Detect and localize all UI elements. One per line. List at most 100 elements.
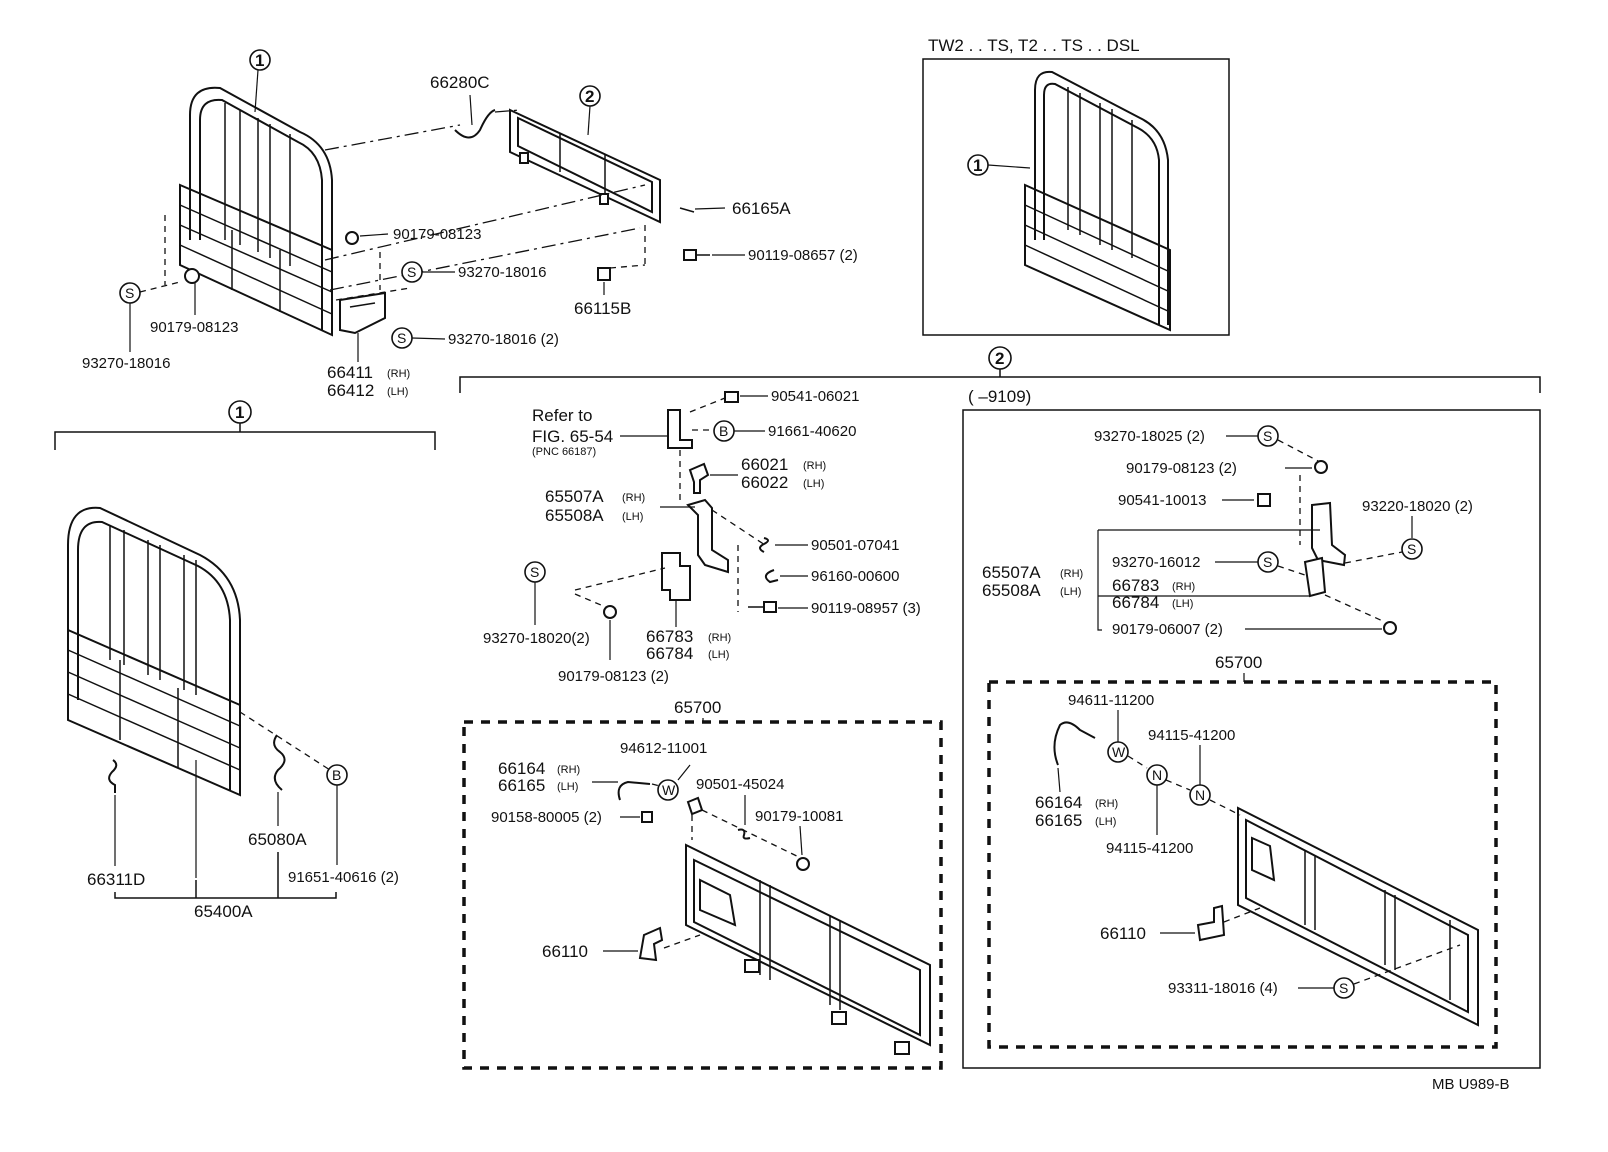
label-93311: 93311-18016 (4)	[1168, 980, 1278, 997]
svg-text:(RH): (RH)	[557, 764, 580, 776]
headboard-frame-drawing	[179, 86, 333, 337]
label-66165-mid: 66165	[498, 776, 545, 795]
nut-90179-10081	[796, 857, 810, 871]
svg-text:W: W	[1112, 744, 1126, 760]
label-66110-mid: 66110	[542, 942, 588, 961]
svg-text:S: S	[1263, 428, 1272, 444]
svg-text:(LH): (LH)	[622, 511, 643, 523]
label-90541: 90541-06021	[771, 388, 859, 405]
svg-text:B: B	[332, 767, 341, 783]
nut-90179-a	[345, 231, 359, 245]
nut-90179-mid	[603, 605, 617, 619]
clip-66110-mid	[638, 926, 664, 962]
nut-90179-b	[184, 268, 200, 284]
kit-box-65700-right	[987, 680, 1498, 1049]
side-panel-drawing	[509, 108, 661, 224]
plate-66783-right	[1303, 556, 1327, 598]
label-90501: 90501-07041	[811, 537, 899, 554]
label-65700-mid: 65700	[674, 698, 721, 717]
label-66115B: 66115B	[574, 299, 631, 318]
svg-text:N: N	[1152, 767, 1162, 783]
svg-text:(LH): (LH)	[708, 649, 729, 661]
label-66784: 66784	[646, 644, 693, 663]
w-mark-94611	[1107, 741, 1129, 763]
nut-90179-06007	[1383, 621, 1397, 635]
label-96160: 96160-00600	[811, 568, 899, 585]
bracket-refer	[667, 409, 693, 449]
svg-text:B: B	[719, 423, 728, 439]
label-66165A: 66165A	[732, 199, 791, 218]
label-93270-18025: 93270-18025 (2)	[1094, 428, 1205, 445]
label-66110-right: 66110	[1100, 924, 1146, 943]
svg-text:(LH): (LH)	[387, 386, 408, 398]
callout-1-top-num: 1	[255, 51, 264, 70]
svg-text:(RH): (RH)	[387, 368, 410, 380]
s-mark-93220	[1401, 538, 1423, 560]
label-65400A: 65400A	[194, 902, 253, 921]
hinge-65507A	[686, 498, 729, 574]
bracket-1	[54, 431, 436, 450]
spring-90501	[759, 537, 769, 553]
right-section-box	[962, 409, 1541, 1069]
clip-96160	[764, 569, 779, 584]
svg-text:(LH): (LH)	[1095, 816, 1116, 828]
svg-text:(RH): (RH)	[1172, 581, 1195, 593]
label-65507A-right: 65507A	[982, 563, 1041, 582]
svg-text:S: S	[397, 330, 406, 346]
svg-text:S: S	[125, 285, 134, 301]
label-90501-45024: 90501-45024	[696, 776, 784, 793]
label-90179-b: 90179-08123	[150, 319, 238, 336]
label-66165-right: 66165	[1035, 811, 1082, 830]
label-66411: 66411	[327, 363, 373, 382]
svg-text:(RH): (RH)	[622, 492, 645, 504]
plate-66115B	[597, 267, 611, 281]
svg-text:(LH): (LH)	[1060, 586, 1081, 598]
pin-66165A	[679, 207, 695, 213]
variant-label: TW2 . . TS, T2 . . TS . . DSL	[928, 36, 1140, 55]
svg-text:(LH): (LH)	[557, 781, 578, 793]
label-66784-right: 66784	[1112, 593, 1159, 612]
label-90119-mid: 90119-08957 (3)	[811, 600, 921, 617]
s-mark-93270-18025	[1257, 425, 1279, 447]
label-94115-a: 94115-41200	[1148, 727, 1235, 744]
plate-90501-45024	[686, 796, 704, 816]
figure-id: MB U989-B	[1432, 1076, 1510, 1093]
svg-text:W: W	[662, 782, 676, 798]
svg-text:S: S	[1339, 980, 1348, 996]
s-mark-93270-16012	[1257, 551, 1279, 573]
hinge-plate-66411	[339, 291, 386, 335]
right-group: ( –9109) 93270-18025 (2) S 90179-08123 (…	[962, 387, 1541, 1069]
label-93270-c: 93270-18016 (2)	[448, 331, 559, 348]
svg-text:S: S	[530, 564, 539, 580]
label-66164-right: 66164	[1035, 793, 1082, 812]
bottom-left-group: 66311D 65080A B 91651-40616 (2) 65400A	[67, 506, 399, 921]
svg-text:1: 1	[235, 403, 244, 422]
plate-66783	[661, 552, 691, 601]
label-94611: 94611-11200	[1068, 692, 1154, 709]
label-66783-right: 66783	[1112, 576, 1159, 595]
w-mark-94612	[657, 779, 679, 801]
pin-66311D	[108, 759, 118, 793]
label-66021: 66021	[741, 455, 788, 474]
label-91651: 91651-40616 (2)	[288, 869, 399, 886]
variant-box: TW2 . . TS, T2 . . TS . . DSL 1	[922, 36, 1230, 336]
label-93220: 93220-18020 (2)	[1362, 498, 1473, 515]
latch-66021	[688, 462, 710, 494]
callout-1-top	[249, 49, 271, 71]
top-left-group: 1 2 66280C 66165A 90179-08123	[82, 49, 858, 400]
tailboard-right-drawing	[1237, 806, 1479, 1027]
n-mark-94115-a	[1189, 784, 1211, 806]
screw-90541	[724, 391, 739, 403]
label-90179-08123-r: 90179-08123 (2)	[1126, 460, 1237, 477]
label-93270-a: 93270-18016	[458, 264, 546, 281]
label-90179-10081: 90179-10081	[755, 808, 843, 825]
label-90179-a: 90179-08123	[393, 226, 481, 243]
label-90119: 90119-08657 (2)	[748, 247, 858, 264]
label-90541-10013: 90541-10013	[1118, 492, 1206, 509]
screw-90158	[641, 811, 653, 823]
callout-2-top-num: 2	[585, 87, 594, 106]
label-90179-mid: 90179-08123 (2)	[558, 668, 669, 685]
hook-66164-mid	[617, 780, 651, 801]
svg-text:S: S	[1407, 541, 1416, 557]
spring-90501-45024	[737, 828, 751, 840]
